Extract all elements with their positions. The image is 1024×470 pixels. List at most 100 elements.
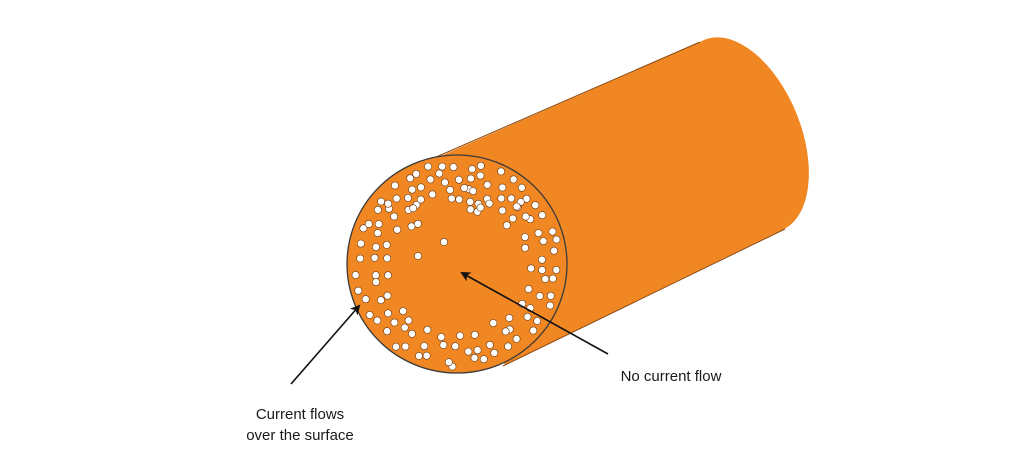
electron-dot xyxy=(361,295,370,304)
electron-dot xyxy=(538,266,546,274)
electron-dot xyxy=(533,316,542,325)
electron-dot xyxy=(460,184,469,192)
electron-dot xyxy=(524,285,533,293)
electron-dot xyxy=(392,194,401,203)
electron-dot xyxy=(550,246,558,255)
electron-dot xyxy=(401,342,410,351)
electron-dot xyxy=(534,229,543,237)
electron-dot xyxy=(529,326,538,335)
electron-dot xyxy=(512,202,521,211)
electron-dot xyxy=(404,316,413,325)
arrow-surface-current xyxy=(290,304,361,385)
electron-dot xyxy=(428,190,437,199)
electron-dot xyxy=(546,291,555,300)
electron-dot xyxy=(508,214,517,223)
electron-dot xyxy=(521,233,529,241)
electron-dot xyxy=(501,327,510,336)
electron-dot xyxy=(372,243,380,251)
body-top-edge xyxy=(419,41,701,165)
electron-dot xyxy=(383,254,392,263)
electron-dot xyxy=(384,199,393,208)
electron-dot xyxy=(416,195,425,204)
electron-dot xyxy=(502,221,511,230)
electron-dot xyxy=(498,206,507,215)
electron-dot xyxy=(444,358,453,367)
electron-dot xyxy=(469,187,477,195)
electron-dot xyxy=(476,203,485,212)
electron-dot xyxy=(435,169,444,178)
electron-dot xyxy=(531,201,540,210)
electron-dot xyxy=(354,286,363,295)
electron-dot xyxy=(390,181,399,190)
label-no-current-flow: No current flow xyxy=(620,368,722,385)
electron-dot xyxy=(383,327,391,336)
electron-dot xyxy=(423,325,432,334)
electron-dot xyxy=(485,199,494,208)
electron-dot xyxy=(485,340,494,349)
label-current-surface-line1: Current flows xyxy=(255,406,345,423)
electron-dot xyxy=(415,351,423,360)
electron-dot xyxy=(490,348,499,357)
electron-dot xyxy=(417,183,425,192)
electron-dot xyxy=(414,252,422,260)
electron-dot xyxy=(377,197,385,206)
electron-dot xyxy=(497,194,506,203)
electron-dot xyxy=(440,178,449,187)
electron-dot xyxy=(523,312,532,321)
electron-dot xyxy=(476,161,485,170)
electron-dot xyxy=(504,342,512,351)
electron-dot xyxy=(383,291,392,300)
electron-dot xyxy=(390,318,399,327)
electron-dot xyxy=(456,331,464,340)
electron-dot xyxy=(509,175,518,184)
electron-dot xyxy=(489,319,498,327)
electron-dot xyxy=(371,271,380,280)
electron-dot xyxy=(470,330,479,339)
electron-dot xyxy=(404,193,412,202)
electron-dot xyxy=(505,314,514,322)
electron-dot xyxy=(384,309,392,318)
electron-dot xyxy=(412,169,421,178)
electron-dot xyxy=(447,194,456,203)
electron-dot xyxy=(392,342,400,351)
arrow-no-current-flow xyxy=(460,272,609,355)
electron-dot xyxy=(507,194,516,203)
electron-dot xyxy=(479,355,488,364)
electron-dot xyxy=(538,211,547,220)
electron-dot xyxy=(483,180,492,189)
electron-dot xyxy=(364,220,373,228)
electron-dot xyxy=(535,292,544,300)
electron-dot xyxy=(400,323,409,332)
electron-dot xyxy=(426,175,435,184)
electron-dot xyxy=(390,212,398,221)
electron-dot xyxy=(464,347,473,356)
body-bottom-edge xyxy=(502,228,786,367)
electron-dot xyxy=(438,162,447,171)
electron-dot xyxy=(548,227,557,236)
electron-dot xyxy=(522,194,531,203)
electron-dot xyxy=(497,167,505,176)
electron-dot xyxy=(422,351,431,360)
electron-dot xyxy=(539,237,548,245)
electron-dot xyxy=(382,240,391,249)
electron-dot xyxy=(424,162,432,171)
electron-dot xyxy=(365,310,374,319)
electron-dot xyxy=(372,278,380,286)
label-current-surface-line2: over the surface xyxy=(246,427,354,444)
electron-dot xyxy=(468,165,476,173)
electron-dot xyxy=(373,316,382,325)
electron-dot xyxy=(370,253,379,262)
electron-dot xyxy=(376,296,385,305)
electron-dot xyxy=(446,185,454,194)
electron-dot xyxy=(455,195,464,204)
electron-dot xyxy=(470,353,479,362)
electron-dot xyxy=(451,342,460,351)
electron-dot xyxy=(439,341,448,349)
label-current-surface: Current flows over the surface xyxy=(210,404,390,446)
electron-dot xyxy=(399,307,407,315)
conductor-cross-section xyxy=(346,154,568,374)
electron-dot xyxy=(541,275,550,283)
electron-dot xyxy=(420,342,429,350)
electron-dot xyxy=(408,329,416,338)
electron-dot xyxy=(527,264,535,273)
